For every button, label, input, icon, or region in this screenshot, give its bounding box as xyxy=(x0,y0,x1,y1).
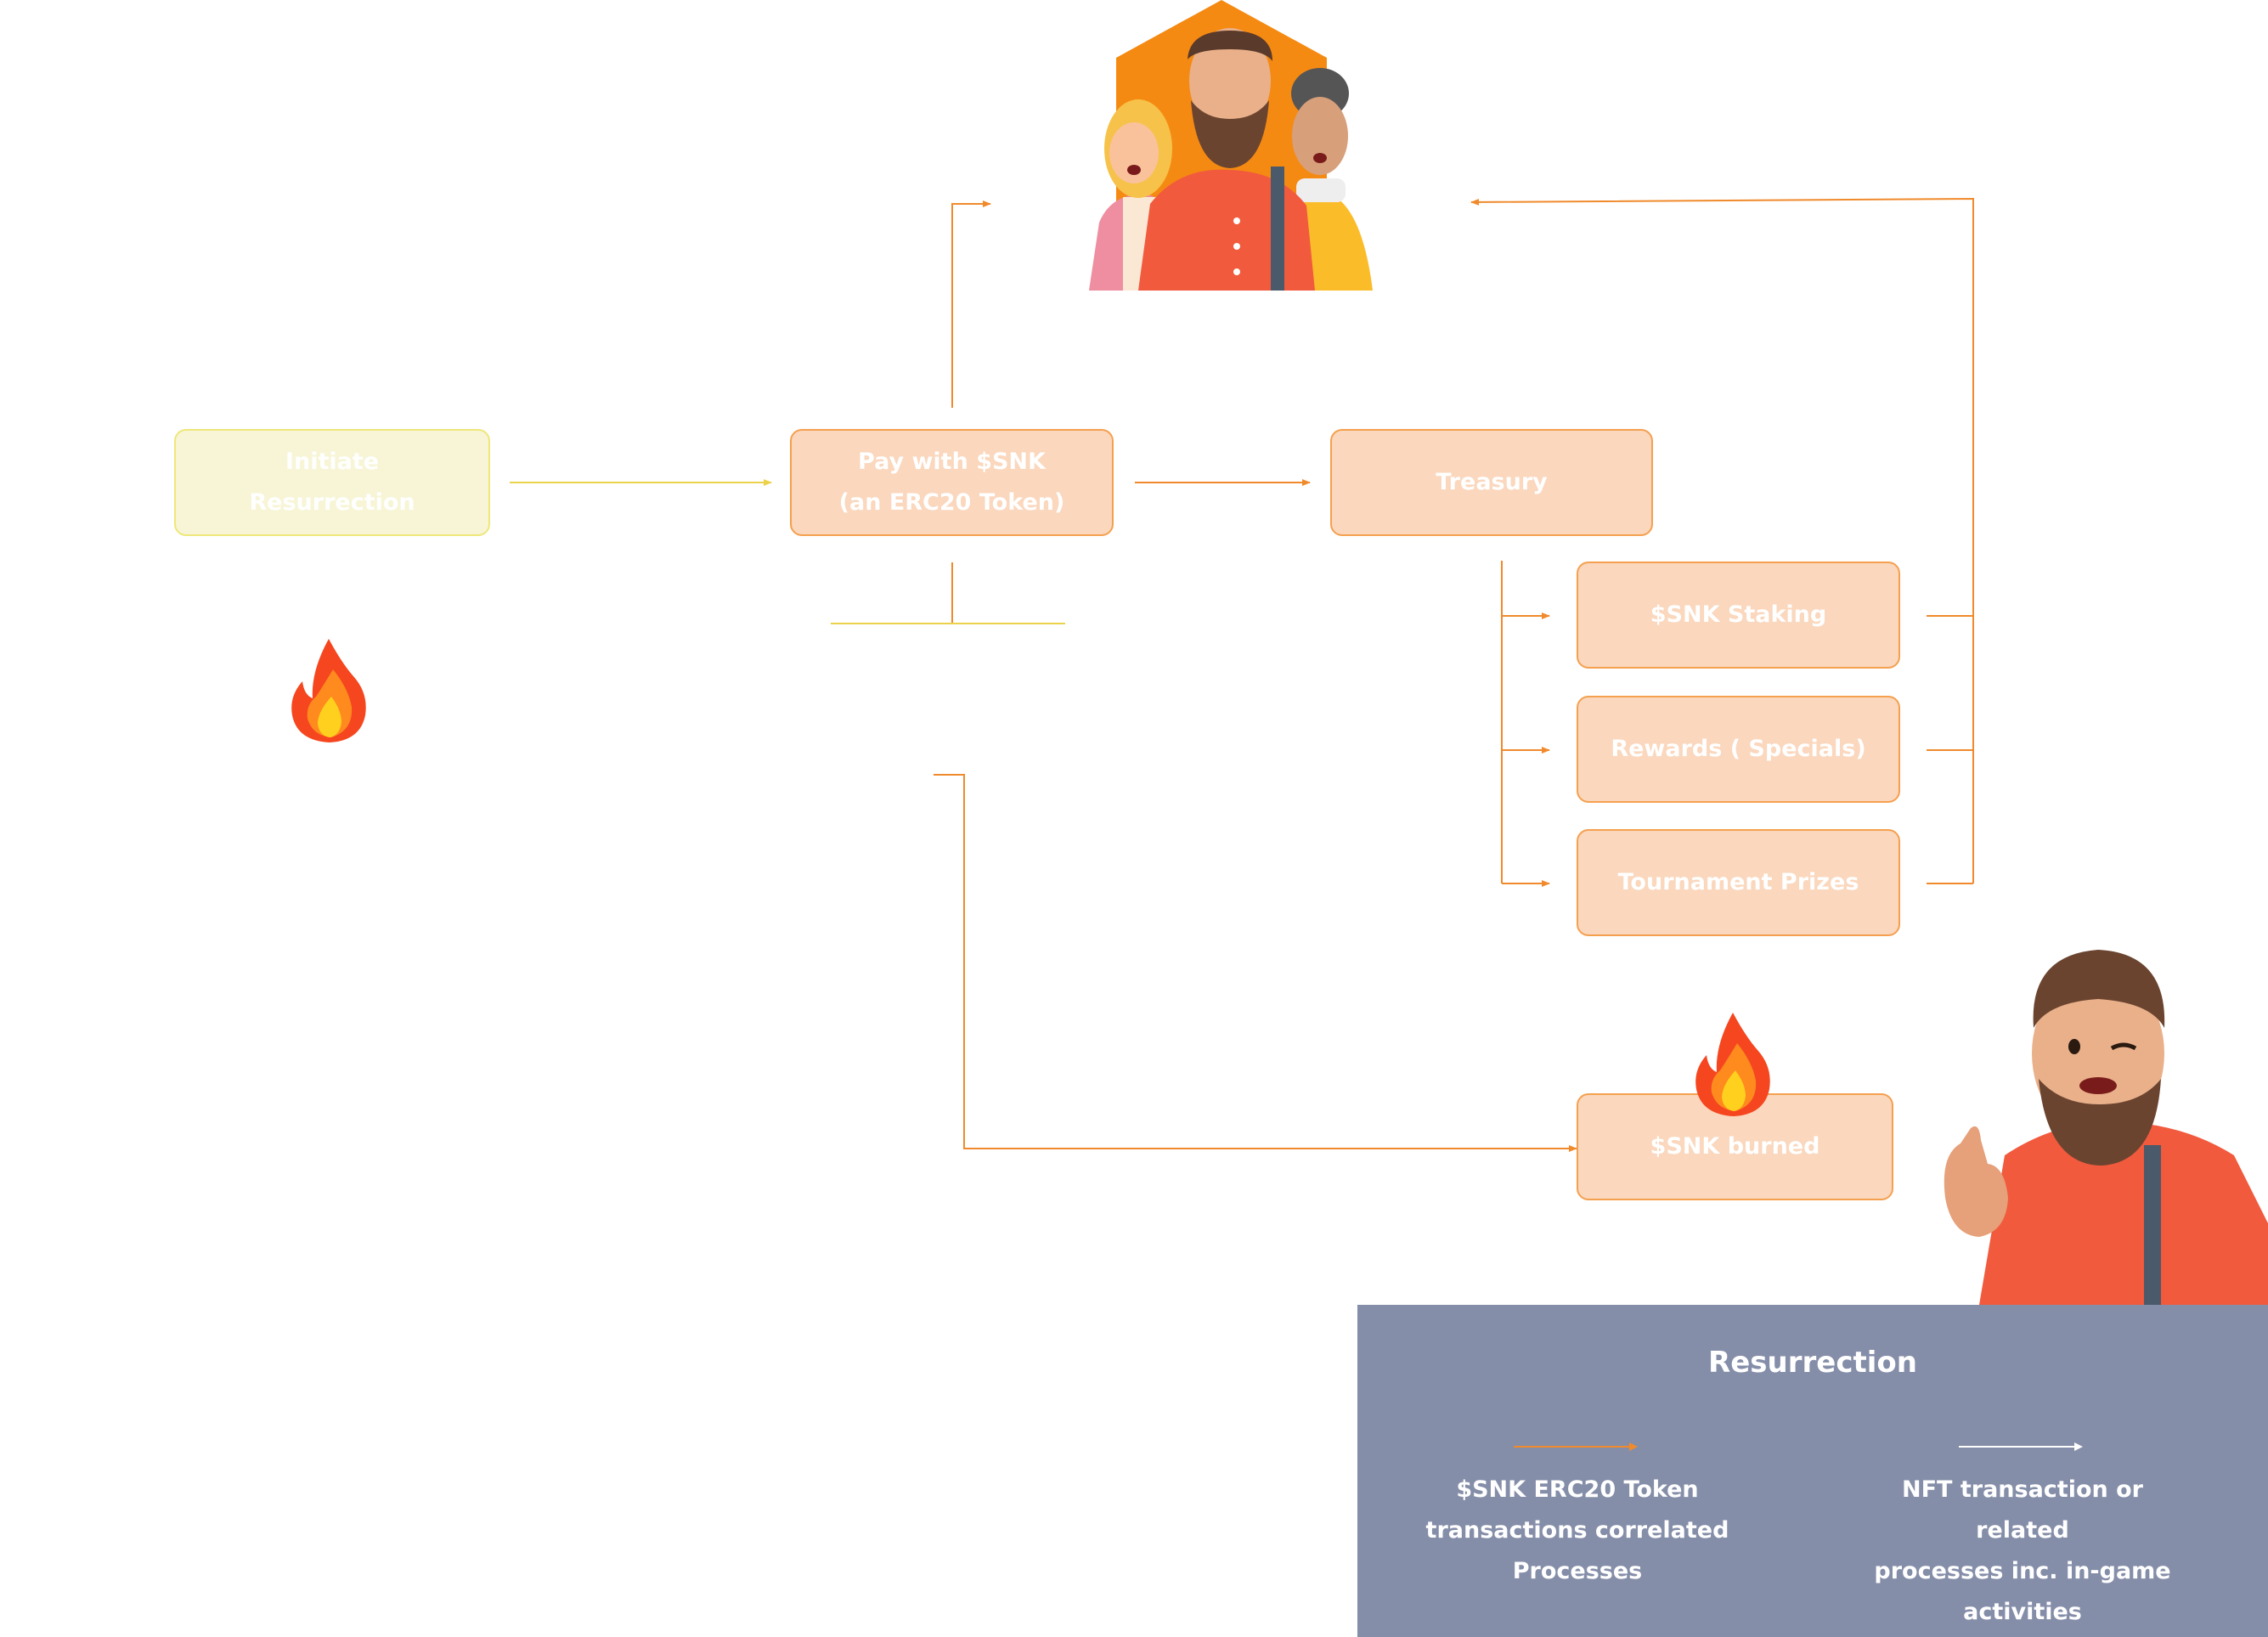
initiate-resurrection-node: Initiate Resurrection xyxy=(174,429,490,536)
token-flow-swatch xyxy=(1514,1442,1638,1451)
arrow-pay-to-burned xyxy=(934,774,1577,1152)
pay-line2: (an ERC20 Token) xyxy=(838,489,1065,516)
snk-staking-node: $SNK Staking xyxy=(1577,562,1900,669)
arrow-rewards-to-players xyxy=(1470,197,1974,883)
tournament-label: Tournament Prizes xyxy=(1617,869,1859,895)
legend-item-nft: NFT transaction or related processes inc… xyxy=(1870,1470,2175,1633)
legend-token-line1: $SNK ERC20 Token xyxy=(1456,1476,1699,1503)
flame-icon xyxy=(1695,1013,1770,1116)
flame-icon xyxy=(291,639,366,742)
legend-title: Resurrection xyxy=(1708,1346,1917,1380)
legend-panel: Resurrection $SNK ERC20 Token transactio… xyxy=(1357,1305,2268,1637)
initiate-line2: Resurrection xyxy=(249,489,415,516)
pay-line1: Pay with $SNK xyxy=(858,449,1046,475)
arrow-pay-to-players xyxy=(951,200,991,408)
legend-nft-line2: processes inc. in-game xyxy=(1874,1558,2171,1584)
rewards-specials-node: Rewards ( Specials) xyxy=(1577,696,1900,803)
nft-flow-swatch xyxy=(1959,1442,2083,1451)
legend-nft-line3: activities xyxy=(1963,1599,2082,1625)
players-group-illustration xyxy=(1089,0,1373,291)
rewards-label: Rewards ( Specials) xyxy=(1611,736,1866,762)
legend-token-line2: transactions correlated xyxy=(1425,1517,1729,1544)
staking-label: $SNK Staking xyxy=(1650,601,1827,628)
legend-item-token: $SNK ERC20 Token transactions correlated… xyxy=(1425,1470,1730,1592)
burned-label: $SNK burned xyxy=(1650,1133,1820,1160)
legend-token-line3: Processes xyxy=(1512,1558,1643,1584)
thumbs-up-man-illustration xyxy=(1944,950,2268,1305)
initiate-line1: Initiate xyxy=(285,449,380,475)
pay-with-snk-node: Pay with $SNK (an ERC20 Token) xyxy=(790,429,1114,536)
tournament-prizes-node: Tournament Prizes xyxy=(1577,829,1900,936)
legend-nft-line1: NFT transaction or related xyxy=(1901,1476,2143,1544)
treasury-node: Treasury xyxy=(1330,429,1653,536)
treasury-label: Treasury xyxy=(1436,469,1548,495)
